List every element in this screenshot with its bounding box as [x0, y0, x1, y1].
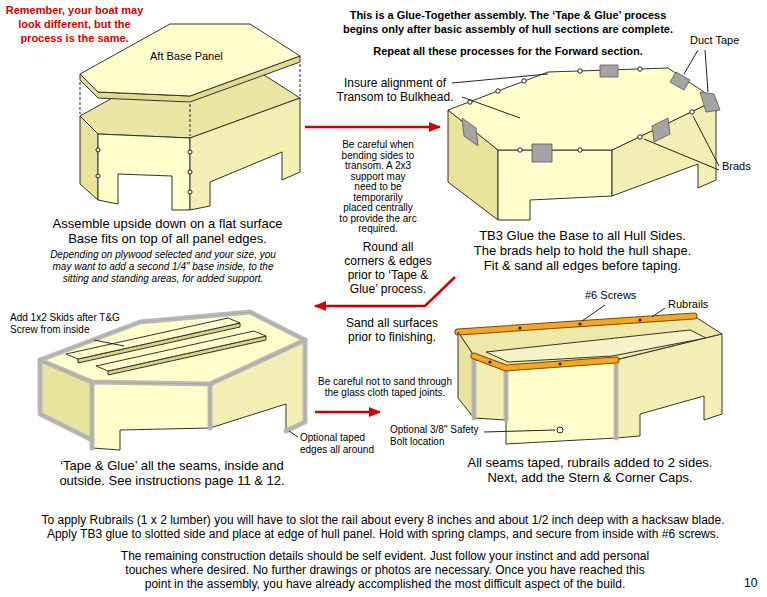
step-figure: All seams taped, rubrails added to 2 sid… [380, 288, 725, 489]
brad [518, 148, 522, 152]
hull-figure [448, 50, 720, 220]
leader-line [705, 50, 708, 92]
step-caption: Assemble upside down on a flat surface B… [45, 216, 290, 246]
skid [96, 331, 266, 371]
leader-line [452, 74, 548, 83]
taped-seam [472, 358, 477, 418]
note-text: Remember, your boat may look different, … [2, 3, 147, 45]
part-name: Duct Tape [690, 34, 739, 47]
duct-tape [462, 118, 478, 146]
hull-figure [80, 24, 300, 210]
leader-line [652, 308, 665, 317]
step-caption: ‘Tape & Glue’ all the seams, inside and … [52, 458, 292, 488]
instruction-note: Round all corners & edges prior to ‘Tape… [343, 240, 433, 296]
instruction-note: Sand all surfaces prior to finishing. [342, 316, 442, 344]
step-caption: All seams taped, rubrails added to 2 sid… [460, 455, 720, 485]
hull-side [98, 134, 190, 210]
base-panel [448, 68, 716, 150]
page-number: 10 [744, 576, 757, 590]
caption-block: TB3 Glue the Base to all Hull Sides. The… [470, 228, 695, 273]
caution-note: Be careful when bending sides to transom… [338, 140, 418, 235]
hull-figure [458, 305, 722, 444]
step-figure: TB3 Glue the Base to all Hull Sides. The… [440, 62, 725, 277]
body-paragraph: The remaining construction details shoul… [115, 549, 655, 591]
brad [690, 110, 694, 114]
leader-line [94, 340, 124, 346]
callout-note: Insure alignment of Transom to Bulkhead. [330, 76, 460, 104]
tip-note: Depending on plywood selected and your s… [43, 249, 283, 285]
taped-seam [286, 340, 305, 431]
transom-panel [190, 98, 300, 210]
hull-side [498, 150, 612, 220]
screw [488, 360, 491, 363]
brad [638, 67, 642, 71]
page-title: This is a Glue-Together assembly. The ‘T… [338, 8, 678, 36]
brad [578, 148, 582, 152]
leader-line [644, 139, 719, 170]
brad [496, 89, 500, 93]
brad [188, 150, 192, 154]
leader-line [289, 431, 298, 437]
rubrail [474, 356, 616, 368]
part-note: Add 1x2 Skids after T&G Screw from insid… [10, 312, 125, 336]
duct-tape [670, 72, 690, 90]
leader-line [484, 430, 555, 432]
rubrail-outline [458, 316, 694, 332]
leader-line [582, 305, 605, 321]
taped-seam [208, 384, 213, 428]
hull-side [92, 382, 210, 450]
part-name: Brads [722, 160, 751, 173]
hull-side [616, 334, 722, 438]
step-figure: ‘Tape & Glue’ all the seams, inside and … [30, 292, 315, 492]
guide-line [190, 104, 191, 136]
part-name: #6 Screws [585, 289, 636, 302]
option-note: Optional taped edges all around [300, 432, 380, 456]
leader-line [693, 116, 719, 166]
duct-tape [532, 144, 552, 162]
brad [96, 174, 100, 178]
brad [522, 79, 526, 83]
leader-line [462, 97, 520, 118]
taped-seam [504, 370, 509, 420]
duct-tape [600, 65, 618, 77]
taped-seam [40, 360, 92, 440]
duct-tape [700, 92, 720, 112]
screw [638, 318, 641, 321]
caution-note: Be careful not to sand through the glass… [315, 376, 455, 398]
brad [188, 170, 192, 174]
screw [578, 322, 581, 325]
brad [578, 69, 582, 73]
step-caption: TB3 Glue the Base to all Hull Sides. The… [470, 228, 695, 273]
screw [518, 326, 521, 329]
screw [558, 362, 561, 365]
step-figure: Assemble upside down on a flat surface B… [30, 20, 305, 250]
heading-note: Repeat all these processes for the Forwa… [308, 44, 708, 58]
hull-side [80, 116, 98, 200]
safety-bolt [557, 427, 563, 433]
body-paragraph: To apply Rubrails (1 x 2 lumber) you wil… [33, 513, 733, 541]
skid [66, 318, 240, 359]
rubrail-outline [474, 356, 616, 368]
guide-line [80, 82, 81, 114]
guide-line [300, 64, 301, 96]
taped-seam [614, 362, 619, 438]
brad [638, 135, 642, 139]
skid-edge [108, 336, 266, 375]
brad [96, 148, 100, 152]
brad [188, 190, 192, 194]
caption-block: Assemble upside down on a flat surface B… [45, 216, 290, 246]
leader-line [684, 50, 698, 74]
caption-block: ‘Tape & Glue’ all the seams, inside and … [52, 458, 292, 488]
hull-side [458, 332, 474, 418]
option-note: Optional 3/8" Safety Bolt location [390, 424, 485, 448]
part-name: Rubrails [668, 298, 708, 311]
step-arrow [315, 411, 380, 414]
part-name: Aft Base Panel [150, 50, 223, 63]
caption-block: All seams taped, rubrails added to 2 sid… [460, 455, 720, 485]
duct-tape [652, 118, 670, 142]
rubrail [458, 316, 694, 332]
step-arrow [305, 126, 440, 129]
taped-seam [90, 382, 95, 448]
